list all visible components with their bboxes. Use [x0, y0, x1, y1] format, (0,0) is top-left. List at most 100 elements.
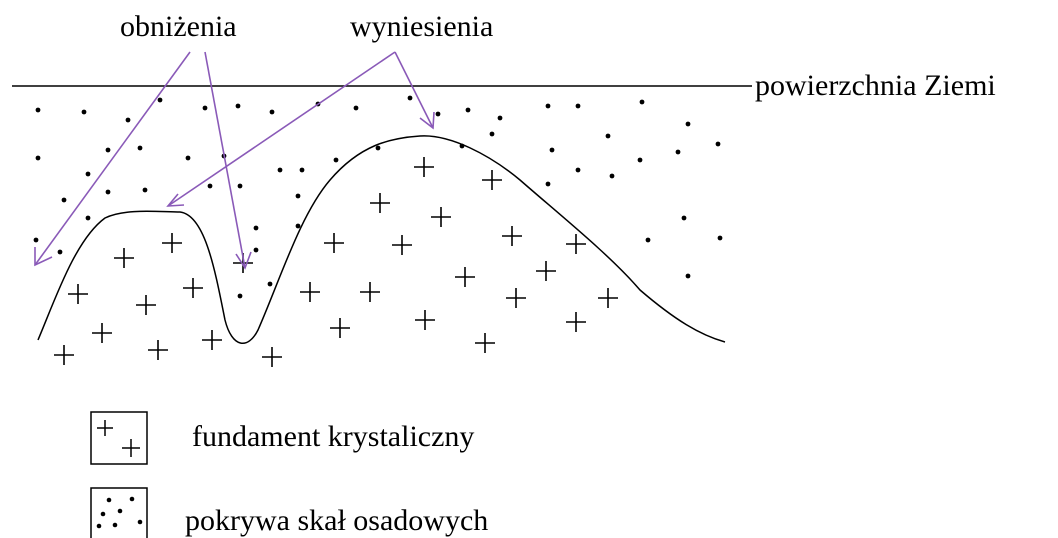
basement-cross: [598, 288, 618, 308]
sediment-dot: [277, 167, 283, 173]
legend-basement-label: fundament krystaliczny: [192, 420, 474, 453]
basement-cross: [502, 226, 522, 246]
sediment-dot: [685, 121, 691, 127]
sediment-dot: [489, 131, 495, 137]
sediment-dot: [235, 103, 241, 109]
basement-cross: [566, 312, 586, 332]
sediment-dot: [207, 183, 213, 189]
legend-cross-icon: [97, 420, 140, 457]
sediment-dot: [185, 155, 191, 161]
sediment-dot: [353, 105, 359, 111]
legend-sediment-label: pokrywa skał osadowych: [185, 504, 488, 537]
basement-cross: [370, 193, 390, 213]
arrowhead-depression-left: [34, 247, 53, 267]
sediment-dot: [157, 97, 163, 103]
label-elevations: wyniesienia: [350, 10, 493, 43]
sediment-dot: [545, 103, 551, 109]
legend-basement-symbol: [90, 411, 148, 465]
arrow-elevation-right: [394, 51, 434, 129]
basement-cross: [506, 288, 526, 308]
basement-cross: [536, 261, 556, 281]
sediment-dot: [125, 117, 131, 123]
sediment-dot: [681, 215, 687, 221]
sediment-dot: [105, 147, 111, 153]
sediment-dot: [142, 187, 148, 193]
legend-basement: fundament krystaliczny: [90, 411, 474, 465]
sediment-dot: [675, 149, 681, 155]
sediment-dot: [685, 273, 691, 279]
label-depressions: obniżenia: [120, 10, 237, 43]
basement-cross: [68, 284, 88, 304]
basement-cross: [262, 347, 282, 367]
basement-cross: [162, 233, 182, 253]
sediment-dot: [609, 173, 615, 179]
sediment-dot: [295, 193, 301, 199]
sediment-dot: [605, 133, 611, 139]
basement-cross: [455, 267, 475, 287]
basement-cross: [92, 323, 112, 343]
basement-cross: [566, 234, 586, 254]
sediment-dot: [333, 157, 339, 163]
basement-cross: [202, 330, 222, 350]
sediment-dot: [465, 107, 471, 113]
sediment-dot: [33, 237, 39, 243]
arrow-depression-trough: [204, 51, 246, 269]
sediment-dot: [295, 223, 301, 229]
sediment-dot: [35, 155, 41, 161]
sediment-dot: [545, 181, 551, 187]
sediment-dot: [85, 171, 91, 177]
basement-cross: [475, 333, 495, 353]
basement-cross: [54, 345, 74, 365]
sediment-dot: [407, 95, 413, 101]
basement-cross: [183, 278, 203, 298]
basement-cross: [300, 282, 320, 302]
sediment-dot: [137, 145, 143, 151]
arrowhead-depression-trough: [235, 251, 252, 270]
basement-cross: [431, 207, 451, 227]
sediment-dot: [375, 145, 381, 151]
arrows: [34, 51, 435, 270]
basement-cross: [415, 310, 435, 330]
sediment-dot: [715, 141, 721, 147]
sediment-dot: [35, 107, 41, 113]
sediment-dot: [237, 183, 243, 189]
sediment-dot: [267, 281, 273, 287]
legend-dots-icon: [96, 496, 143, 529]
basement-cross: [414, 157, 434, 177]
sediment-dot: [202, 105, 208, 111]
sediment-dot: [637, 157, 643, 163]
arrowhead-elevation-left: [166, 193, 185, 207]
sediment-dot: [459, 143, 465, 149]
sediment-dot: [639, 99, 645, 105]
sediment-dot: [57, 249, 63, 255]
sediment-dot: [497, 115, 503, 121]
sediment-dot: [299, 167, 305, 173]
arrow-depression-left: [34, 51, 191, 266]
sediment-dot: [575, 103, 581, 109]
basement-cross: [482, 170, 502, 190]
sediment-dot: [717, 235, 723, 241]
sediment-dot: [105, 189, 111, 195]
basement-crosses: [54, 157, 618, 367]
label-earth-surface: powierzchnia Ziemi: [755, 69, 996, 102]
arrowhead-elevation-right: [419, 111, 435, 130]
sediment-dot: [549, 147, 555, 153]
sediment-dot: [253, 225, 259, 231]
basement-cross: [324, 233, 344, 253]
sediment-dot: [85, 215, 91, 221]
arrow-elevation-left: [167, 51, 396, 207]
sediment-dot: [61, 197, 67, 203]
basement-cross: [330, 318, 350, 338]
basement-cross: [136, 295, 156, 315]
basement-boundary: [37, 135, 726, 345]
basement-cross: [114, 248, 134, 268]
sediment-dot: [237, 293, 243, 299]
basement-cross: [360, 282, 380, 302]
sediment-dot: [645, 237, 651, 243]
basement-cross: [392, 235, 412, 255]
legend-sediment: pokrywa skał osadowych: [90, 487, 488, 538]
sediment-dot: [575, 167, 581, 173]
basement-cross: [148, 340, 168, 360]
